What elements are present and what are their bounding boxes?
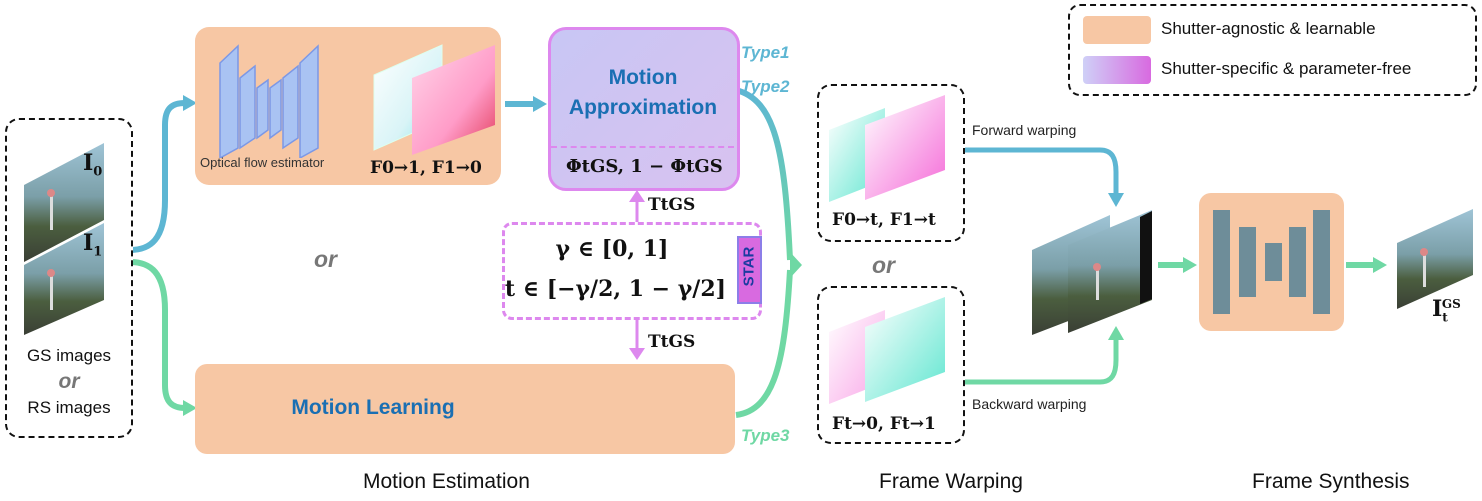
- forward-flow-maps-figure: [829, 95, 945, 202]
- motion-approx-formula: ΦtGS, 1 − ΦtGS: [566, 156, 723, 177]
- optical-flow-estimator-label: Optical flow estimator: [200, 155, 325, 170]
- flow-map-1-0: [412, 45, 495, 155]
- flow-output-label: F0→1, F1→0: [370, 158, 482, 178]
- caption-motion-estimation: Motion Estimation: [363, 470, 530, 493]
- type1-label: Type1: [741, 43, 790, 62]
- motion-approx-title-1: Motion: [608, 66, 678, 89]
- motion-approx-title-2: Approximation: [568, 96, 718, 119]
- forward-flow-map-b: [865, 95, 945, 200]
- rs-images-label: RS images: [27, 398, 111, 417]
- optical-flow-network-icon: [219, 44, 319, 158]
- star-t-range: t ∈ [−γ/2, 1 − γ/2]: [504, 276, 727, 302]
- star-t-down-label: TtGS: [648, 332, 696, 352]
- gs-images-label: GS images: [26, 346, 112, 365]
- backward-flow-maps-figure: [829, 297, 945, 404]
- output-frame-figure: [1397, 209, 1473, 309]
- star-t-up-label: TtGS: [648, 195, 696, 215]
- frame-i1-image: [24, 223, 104, 335]
- middle-or-label: or: [314, 246, 337, 272]
- backward-warping-label: Backward warping: [972, 396, 1087, 412]
- star-tag: [737, 236, 762, 304]
- legend-item-parameter-free: Shutter-specific & parameter-free: [1161, 59, 1412, 78]
- legend-swatch-peach: [1083, 16, 1151, 44]
- motion-learning-block: [195, 364, 735, 454]
- type3-label: Type3: [741, 426, 790, 445]
- warped-frames-figure: [1032, 210, 1152, 335]
- i1-label: I1: [83, 230, 103, 260]
- warped-frame-b: [1068, 210, 1152, 333]
- output-frame-image: [1397, 209, 1473, 309]
- forward-warping-label: Forward warping: [972, 122, 1077, 138]
- motion-approx-divider: [551, 146, 734, 148]
- input-or-label: or: [58, 370, 80, 393]
- legend-item-learnable: Shutter-agnostic & learnable: [1161, 19, 1376, 38]
- flow-maps-figure: [373, 44, 495, 155]
- unet-icon: [1213, 210, 1330, 314]
- warping-or-label: or: [872, 252, 895, 278]
- forward-flow-label: F0→t, F1→t: [832, 210, 936, 230]
- type2-label: Type2: [741, 77, 790, 96]
- backward-flow-label: Ft→0, Ft→1: [832, 414, 936, 434]
- output-label: ItGS: [1432, 296, 1461, 325]
- caption-frame-warping: Frame Warping: [879, 470, 1023, 493]
- backward-flow-map-b: [865, 297, 945, 402]
- star-box: [502, 222, 762, 320]
- star-gamma-range: γ ∈ [0, 1]: [555, 236, 669, 262]
- motion-learning-title: Motion Learning: [291, 396, 455, 419]
- i0-label: I0: [83, 150, 103, 180]
- frame-i0-image: [24, 143, 104, 262]
- caption-frame-synthesis: Frame Synthesis: [1252, 470, 1410, 493]
- motion-approximation-block: [548, 27, 740, 191]
- star-tag-label: STAR: [740, 246, 758, 287]
- legend-swatch-lavender: [1083, 56, 1151, 84]
- input-frames-figure: [24, 143, 104, 335]
